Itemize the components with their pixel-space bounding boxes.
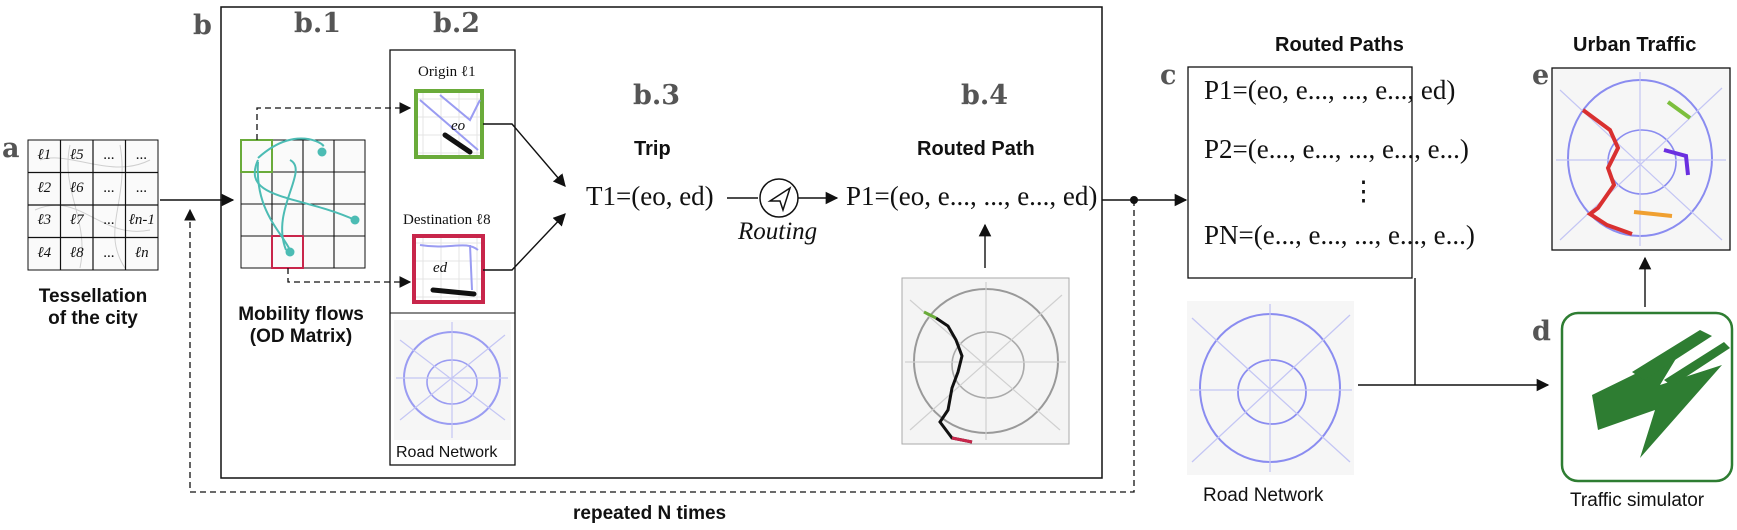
urban-traffic-header: Urban Traffic xyxy=(1573,34,1697,56)
tessellation-cell: ... xyxy=(136,179,148,196)
b2-box xyxy=(389,49,516,466)
b2-road-network-map xyxy=(394,320,511,440)
tessellation-cell: ℓ5 xyxy=(69,147,84,163)
tessellation-cell: ℓ6 xyxy=(69,179,84,196)
section-b3-label: b.3 xyxy=(633,80,681,111)
tessellation-cell: ℓn-1 xyxy=(128,212,155,228)
congestion-orange xyxy=(1633,210,1673,218)
congestion-green xyxy=(1666,100,1692,120)
tessellation-caption-line2: of the city xyxy=(48,308,138,329)
tessellation-caption: Tessellation of the city xyxy=(20,286,166,330)
loop-arrow xyxy=(184,200,1135,493)
tessellation-cell: ... xyxy=(103,147,115,163)
routed-paths-box xyxy=(1187,66,1413,279)
routed-paths-header: Routed Paths xyxy=(1275,34,1404,56)
b2-road-network-label: Road Network xyxy=(396,444,498,461)
origin-label: Origin ℓ1 xyxy=(418,64,476,80)
routed-path-line xyxy=(935,316,973,444)
trip-header: Trip xyxy=(634,138,671,160)
road-network-c-label: Road Network xyxy=(1203,485,1324,506)
section-b2-label: b.2 xyxy=(433,8,481,39)
od-matrix-caption-line2: (OD Matrix) xyxy=(249,326,353,347)
tessellation-cell: ... xyxy=(103,212,115,228)
loop-label: repeated N times xyxy=(573,503,727,524)
section-b1-label: b.1 xyxy=(294,8,342,39)
tessellation-cell: ℓ7 xyxy=(69,212,84,228)
section-a-label: a xyxy=(2,133,20,164)
traffic-simulator-label: Traffic simulator xyxy=(1570,490,1705,511)
section-e-label: e xyxy=(1532,60,1550,91)
tessellation-caption-line1: Tessellation xyxy=(38,286,148,307)
urban-traffic-map xyxy=(1551,67,1731,251)
origin-edge-label: eo xyxy=(451,118,466,134)
od-matrix-caption: Mobility flows (OD Matrix) xyxy=(226,304,376,348)
tessellation-cell: ℓ4 xyxy=(37,244,52,261)
routed-path-map xyxy=(901,277,1070,445)
tessellation-cell: ... xyxy=(103,244,115,261)
destination-edge-label: ed xyxy=(433,260,448,276)
tessellation-cell: ... xyxy=(103,179,115,196)
tessellation-cell: ℓ8 xyxy=(69,244,84,261)
od-matrix-grid xyxy=(240,137,366,269)
tessellation-cell: ... xyxy=(136,147,148,163)
tessellation-cell: ℓ2 xyxy=(37,179,52,196)
routed-path-header: Routed Path xyxy=(917,138,1035,160)
routing-icon xyxy=(759,178,799,218)
trip-formula: T1=(eo, ed) xyxy=(586,181,714,211)
congestion-purple xyxy=(1663,148,1690,176)
destination-label: Destination ℓ8 xyxy=(403,212,491,228)
destination-cell-zoom xyxy=(412,234,485,304)
routed-paths-vdots: ⋮ xyxy=(1350,176,1377,206)
flow-arrow-1 xyxy=(257,137,325,159)
tessellation-cell: ℓ1 xyxy=(37,147,52,163)
tessellation-grid xyxy=(27,139,159,271)
section-b-label: b xyxy=(193,10,212,41)
routed-path-p2: P2=(e..., e..., ..., e..., e...) xyxy=(1204,134,1469,164)
routed-path-pn: PN=(e..., e..., ..., e..., e...) xyxy=(1204,220,1475,250)
flow-arrow-2 xyxy=(253,159,356,221)
origin-cell-zoom xyxy=(414,89,484,159)
section-b-box xyxy=(220,6,1103,479)
tessellation-cell: ℓ3 xyxy=(37,212,52,228)
od-matrix-caption-line1: Mobility flows xyxy=(238,304,364,325)
section-b4-label: b.4 xyxy=(961,80,1009,111)
tessellation-cell: ℓn xyxy=(134,244,149,261)
flow-arrow-4 xyxy=(256,161,291,251)
section-c-label: c xyxy=(1160,60,1177,91)
section-d-label: d xyxy=(1532,316,1551,347)
routed-path-p1: P1=(eo, e..., ..., e..., ed) xyxy=(1204,75,1456,105)
routing-label: Routing xyxy=(738,218,818,245)
traffic-simulator-icon xyxy=(1592,330,1730,458)
navigation-icon xyxy=(767,186,792,213)
routed-path-formula: P1=(eo, e..., ..., e..., ed) xyxy=(846,181,1098,211)
congestion-red xyxy=(1581,108,1633,236)
road-network-c-map xyxy=(1187,301,1354,475)
